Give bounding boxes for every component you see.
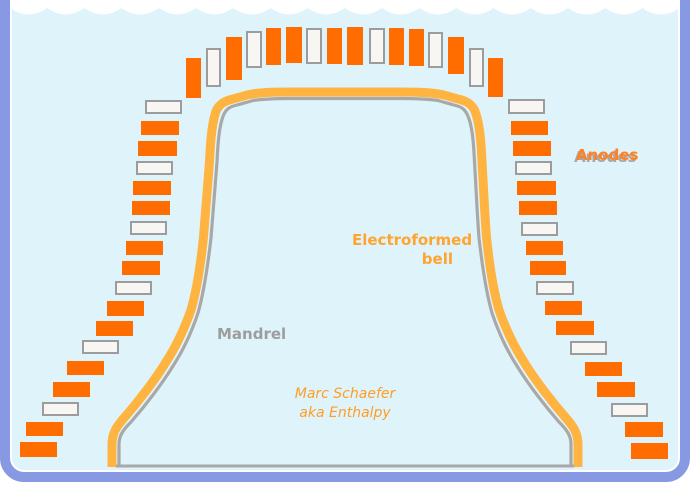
anode-orange — [347, 27, 363, 65]
anode-white — [82, 340, 119, 354]
anode-white — [469, 48, 484, 87]
signature-line2: aka Enthalpy — [299, 405, 391, 421]
anode-orange — [133, 181, 171, 195]
anode-white — [130, 221, 167, 235]
anode-orange — [138, 141, 177, 156]
anode-orange — [511, 121, 548, 135]
anode-orange — [107, 301, 144, 316]
electroformed-bell-label: Electroformed bell — [352, 231, 473, 268]
anode-orange — [545, 301, 582, 315]
mandrel-label: Mandrel — [217, 325, 287, 343]
anodes-label: Anodes — [576, 146, 639, 164]
anode-orange — [517, 181, 556, 195]
anode-orange — [519, 201, 557, 215]
anode-orange — [96, 321, 133, 336]
anode-orange — [556, 321, 594, 335]
anode-orange — [526, 241, 563, 255]
anode-orange — [122, 261, 160, 275]
anode-orange — [126, 241, 163, 255]
anode-white — [508, 99, 545, 114]
anode-white — [136, 161, 173, 175]
anode-white — [42, 402, 79, 416]
anode-orange — [389, 28, 404, 65]
anode-white — [611, 403, 648, 417]
anode-white — [428, 32, 443, 68]
anode-white — [246, 31, 262, 68]
anode-white — [145, 100, 182, 114]
anode-white — [306, 28, 322, 64]
anode-orange — [327, 28, 342, 64]
anode-orange — [597, 382, 635, 397]
anode-orange — [132, 201, 170, 215]
anode-orange — [530, 261, 566, 275]
anode-white — [369, 28, 385, 64]
anode-orange — [67, 361, 104, 375]
anode-white — [536, 281, 574, 295]
anode-orange — [488, 58, 503, 97]
anode-orange — [409, 29, 424, 66]
signature: Marc Schaefer aka Enthalpy — [280, 385, 410, 423]
anode-white — [515, 161, 552, 175]
anode-orange — [53, 382, 90, 397]
signature-line1: Marc Schaefer — [294, 386, 396, 402]
anode-orange — [266, 28, 281, 65]
anode-orange — [141, 121, 179, 135]
anode-orange — [20, 442, 57, 457]
anode-white — [206, 48, 221, 87]
anode-white — [521, 222, 558, 236]
anode-white — [570, 341, 607, 355]
anode-orange — [226, 37, 242, 80]
anode-orange — [513, 141, 551, 156]
anode-white — [115, 281, 152, 295]
anode-orange — [625, 422, 663, 437]
anode-orange — [631, 443, 668, 459]
anode-orange — [186, 58, 201, 98]
anode-orange — [448, 37, 464, 74]
anode-orange — [26, 422, 63, 436]
anode-orange — [585, 362, 622, 376]
anode-orange — [286, 27, 302, 63]
